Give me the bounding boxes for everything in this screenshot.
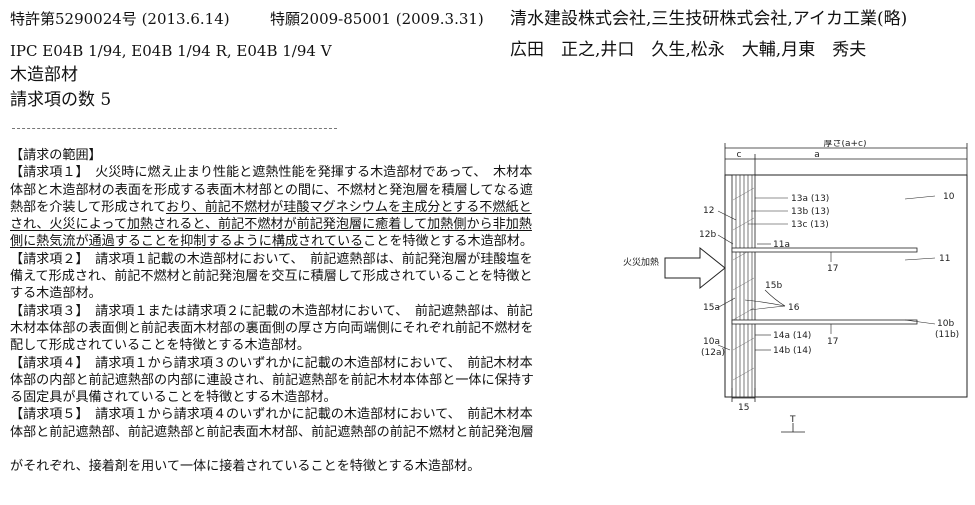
label-12b: 12b [699,230,716,240]
claim-1-line-5-plain: ことを特徴とする木造部材。 [363,234,533,250]
claims-section: 【請求の範囲】 【請求項１】 火災時に燃え止まり性能と遮熱性能を発揮する木造部材… [10,147,600,475]
claim-2-line-1: 【請求項２】 請求項１記載の木造部材において、 前記遮熱部は、前記発泡層が珪酸塩… [10,251,533,267]
label-10b: 10b [937,319,954,329]
patent-drawing: 厚さ(a+c) c a 火災加熱 [623,140,968,433]
claim-2-line-2: 備えて形成され、前記不燃材と前記発泡層を交互に積層して形成されていることを特徴と [10,269,533,285]
label-11b: (11b) [935,330,959,340]
label-10: 10 [943,192,955,202]
label-T: T [789,415,796,425]
label-13a: 13a (13) [791,194,829,204]
claim-3-line-1: 【請求項３】 請求項１または請求項２に記載の木造部材において、 前記遮熱部は、前… [10,303,533,319]
section-divider [12,128,337,129]
invention-title: 木造部材 [10,65,78,85]
label-14a: 14a (14) [773,331,811,341]
claim-5-line-3: がそれぞれ、接着剤を用いて一体に接着されていることを特徴とする木造部材。 [10,459,481,475]
label-13b: 13b (13) [791,207,830,217]
applicants: 清水建設株式会社,三生技研株式会社,アイカ工業(略) [510,9,908,29]
label-12a: (12a) [701,348,725,358]
fastener-bottom [731,319,918,325]
claim-1-line-2: 体部と木造部材の表面を形成する表面木材部との間に、不燃材と発泡層を積層してなる遮 [10,182,533,198]
label-12: 12 [703,206,714,216]
claims-heading: 【請求の範囲】 [10,148,102,163]
label-11a: 11a [773,240,790,250]
claim-5-line-2: 体部と前記遮熱部、前記遮熱部と前記表面木材部、前記遮熱部の前記不燃材と前記発泡層 [10,424,534,440]
claim-4-line-3: る固定具が具備されていることを特徴とする木造部材。 [10,390,337,406]
label-17-top: 17 [827,264,838,274]
dim-a-label: a [814,150,820,160]
claim-1-line-1: 【請求項１】 火災時に燃え止まり性能と遮熱性能を発揮する木造部材であって、 木材… [10,165,533,181]
label-11: 11 [939,254,950,264]
thickness-label: 厚さ(a+c) [823,140,866,149]
claim-1-line-4: され、火災によって加熱されると、前記不燃材が前記発泡層に癒着して加熱側から非加熱 [10,217,532,233]
claim-4-line-1: 【請求項４】 請求項１から請求項３のいずれかに記載の木造部材において、 前記木材… [10,355,533,371]
label-15b: 15b [765,281,782,291]
claim-5-line-1: 【請求項５】 請求項１から請求項４のいずれかに記載の木造部材において、 前記木材… [10,407,533,423]
claim-1-line-3-plain: 熱部を介装して形成されて [10,199,166,215]
application-number: 特願2009-85001 (2009.3.31) [270,10,484,28]
heat-shield-layers [731,174,756,398]
label-17-bottom: 17 [827,337,838,347]
fastener-top [731,247,918,253]
label-15a: 15a [703,303,720,313]
dim-c-label: c [737,150,742,160]
claim-1-underlined-end: 側に熱気流が通過することを抑制するように構成されている [10,234,364,250]
label-16: 16 [788,303,800,313]
label-15: 15 [738,403,749,413]
fire-heating-label: 火災加熱 [623,256,659,268]
claim-2-line-3: する木造部材。 [10,286,102,302]
label-13c: 13c (13) [791,220,829,230]
ipc-classification: IPC E04B 1/94, E04B 1/94 R, E04B 1/94 V [10,42,332,60]
fire-arrow-icon [664,246,726,290]
claim-1-line-3: 熱部を介装して形成されており、前記不燃材が珪酸マグネシウムを主成分とする不燃紙と [10,199,600,216]
label-10a: 10a [703,337,720,347]
claim-1-line-5: 側に熱気流が通過することを抑制するように構成されていることを特徴とする木造部材。 [10,233,600,250]
label-14b: 14b (14) [773,346,812,356]
patent-number: 特許第5290024号 (2013.6.14) [10,10,230,28]
claim-4-line-2: 体部の内部と前記遮熱部の内部に連設され、前記遮熱部を前記木材本体部と一体に保持す [10,372,534,388]
member-outline [724,174,968,398]
inventors: 広田 正之,井口 久生,松永 大輔,月東 秀夫 [510,40,867,60]
claim-count: 請求項の数 5 [10,90,112,110]
claim-3-line-2: 木材本体部の表面側と前記表面木材部の裏面側の厚さ方向両端側にそれぞれ前記不燃材を [10,320,534,336]
claim-1-underlined-text: おり、前記不燃材が珪酸マグネシウムを主成分とする不燃紙と [165,199,532,215]
claim-3-line-3: 配して形成されていることを特徴とする木造部材。 [10,338,310,354]
